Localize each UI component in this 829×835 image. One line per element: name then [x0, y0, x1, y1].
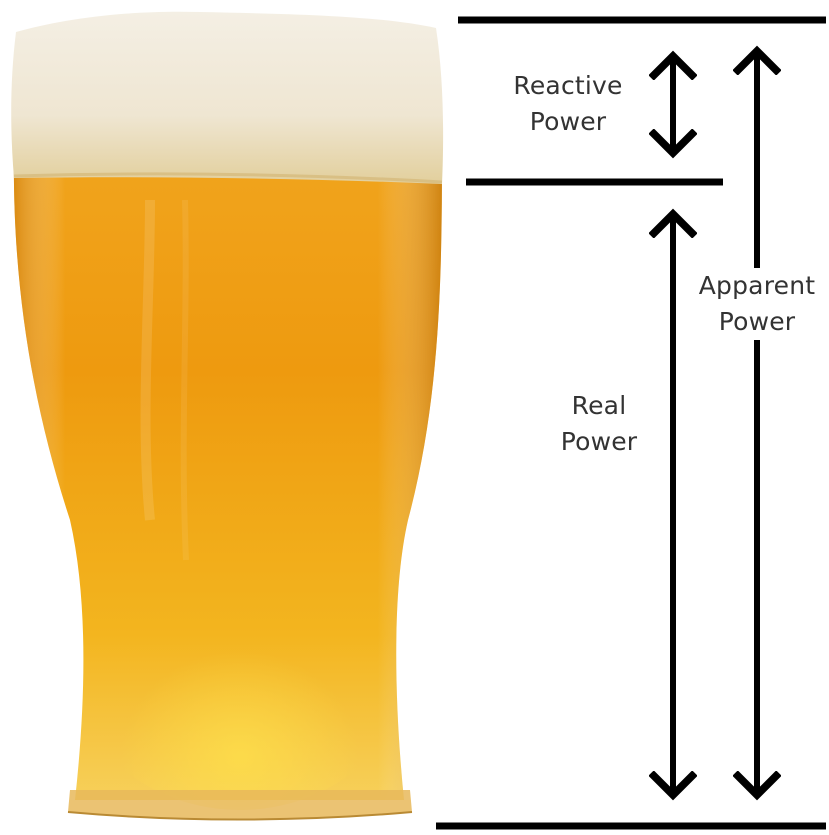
apparent-power-label-line1: Apparent [698, 271, 816, 300]
beer-glass-icon [11, 11, 444, 821]
real-power-label: Real Power [524, 388, 674, 460]
glass-base [68, 790, 412, 820]
real-power-label-line2: Power [560, 427, 638, 456]
apparent-power-label: Apparent Power [682, 268, 829, 340]
reactive-power-label-line1: Reactive [513, 71, 623, 100]
reactive-power-label: Reactive Power [488, 68, 648, 140]
beer-foam [11, 11, 444, 184]
reactive-power-label-line2: Power [529, 107, 607, 136]
apparent-power-label-line2: Power [718, 307, 796, 336]
real-power-label-line1: Real [571, 391, 627, 420]
